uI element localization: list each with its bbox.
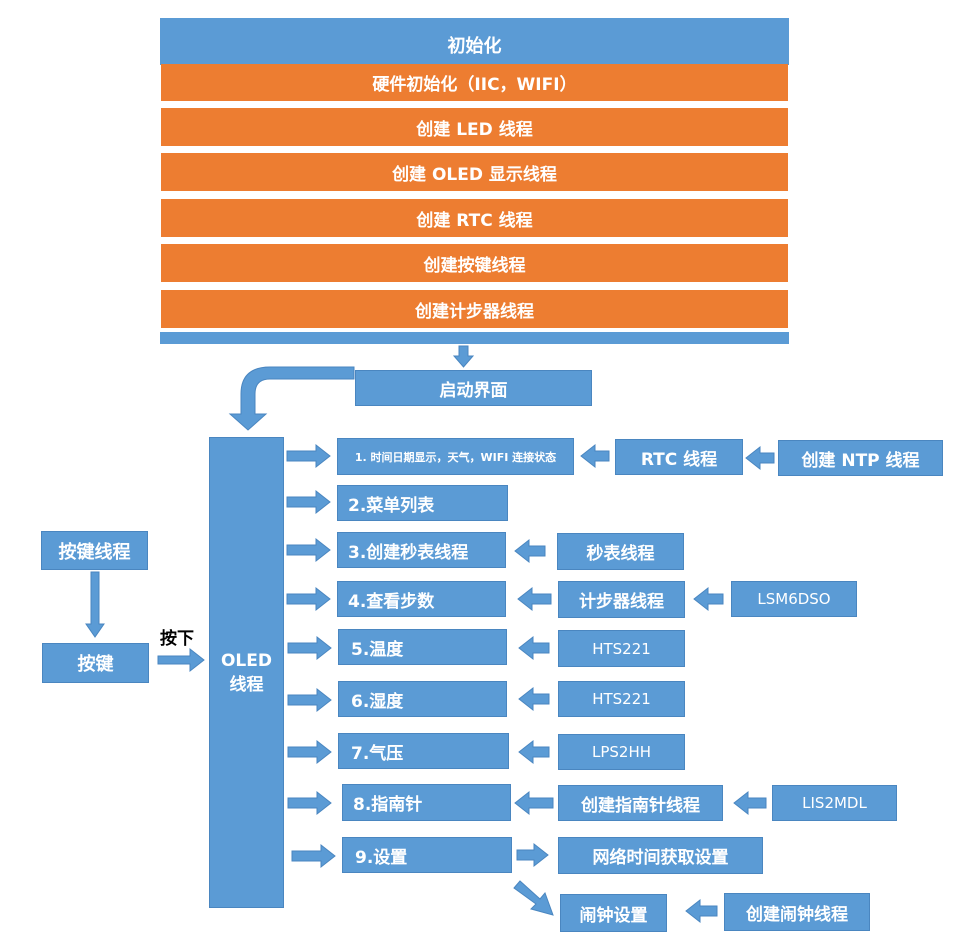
menu-item-label: 4.查看步数	[348, 591, 435, 612]
press-label: 按下	[160, 629, 194, 649]
arrow-hts221-to-menu-6	[518, 686, 550, 712]
init-step-label: 创建计步器线程	[415, 301, 534, 322]
lsm6dso-label: LSM6DSO	[757, 590, 831, 608]
arrow-settings-to-net-time	[516, 842, 549, 868]
menu-item-label: 5.温度	[351, 639, 404, 660]
oled-thread-box: OLED 线程	[209, 437, 284, 908]
init-title: 初始化	[447, 36, 502, 57]
alarm-setting-label: 闹钟设置	[579, 905, 648, 926]
hts221-temperature-label: HTS221	[592, 639, 651, 658]
menu-item-label: 7.气压	[351, 743, 404, 764]
menu-item-8: 8.指南针	[342, 784, 511, 821]
pedometer-thread-label: 计步器线程	[579, 592, 664, 612]
arrow-oled-to-menu-6	[287, 687, 332, 713]
init-step-key: 创建按键线程	[161, 244, 788, 282]
stopwatch-thread-box: 秒表线程	[557, 533, 684, 570]
arrow-oled-to-menu-4	[286, 586, 331, 612]
init-step-pedometer: 创建计步器线程	[161, 290, 788, 328]
ntp-thread-label: 创建 NTP 线程	[801, 450, 920, 471]
oled-label-line1: OLED	[220, 650, 272, 671]
menu-item-4: 4.查看步数	[337, 581, 506, 617]
init-header: 初始化	[160, 18, 789, 60]
arrow-startup-to-oled	[228, 366, 355, 431]
init-step-led: 创建 LED 线程	[161, 108, 788, 146]
net-time-setting-box: 网络时间获取设置	[558, 837, 763, 874]
init-step-label: 硬件初始化（IIC，WIFI）	[372, 75, 577, 95]
arrow-lis2mdl-to-compass	[733, 790, 767, 816]
arrow-alarmthread-to-alarm	[685, 898, 718, 924]
menu-item-3: 3.创建秒表线程	[337, 532, 506, 568]
init-band-bottom	[160, 332, 789, 344]
lis2mdl-label: LIS2MDL	[802, 794, 867, 812]
arrow-lps2hh-to-menu-7	[518, 739, 550, 765]
menu-item-label: 1. 时间日期显示，天气，WIFI 连接状态	[354, 450, 557, 464]
net-time-setting-label: 网络时间获取设置	[592, 848, 729, 868]
init-band-top	[160, 60, 789, 65]
arrow-oled-to-menu-2	[286, 489, 331, 515]
menu-item-label: 9.设置	[355, 847, 408, 868]
key-thread-label: 按键线程	[58, 541, 131, 563]
menu-item-label: 6.湿度	[351, 691, 404, 712]
startup-screen-box: 启动界面	[355, 370, 592, 406]
startup-label: 启动界面	[439, 380, 508, 401]
arrow-rtc-to-menu-1	[580, 443, 610, 469]
oled-label-line2: 线程	[229, 674, 264, 695]
arrow-stopwatch-to-menu-3	[514, 538, 546, 564]
menu-item-label: 3.创建秒表线程	[348, 542, 469, 563]
init-step-label: 创建按键线程	[423, 255, 526, 276]
compass-thread-box: 创建指南针线程	[558, 785, 723, 821]
arrow-lsm6dso-to-pedometer	[693, 586, 724, 612]
lps2hh-sensor-box: LPS2HH	[558, 734, 685, 770]
alarm-thread-box: 创建闹钟线程	[724, 893, 870, 931]
arrow-ntp-to-rtc	[745, 445, 775, 471]
arrow-settings-to-alarm	[513, 880, 554, 916]
init-step-label: 创建 RTC 线程	[416, 210, 533, 231]
arrow-oled-to-menu-8	[287, 790, 332, 816]
init-step-label: 创建 OLED 显示线程	[392, 164, 557, 185]
arrow-init-to-startup	[452, 345, 475, 368]
hts221-temperature-box: HTS221	[558, 630, 685, 667]
arrow-oled-to-menu-7	[287, 739, 332, 765]
arrow-compass-to-menu-8	[514, 790, 554, 816]
init-step-oled: 创建 OLED 显示线程	[161, 153, 788, 191]
menu-item-2: 2.菜单列表	[337, 485, 508, 521]
key-thread-box: 按键线程	[41, 531, 148, 570]
hts221-humidity-box: HTS221	[558, 681, 685, 717]
menu-item-5: 5.温度	[338, 629, 507, 665]
init-step-hardware: 硬件初始化（IIC，WIFI）	[161, 64, 788, 101]
menu-item-6: 6.湿度	[338, 681, 507, 717]
menu-item-1: 1. 时间日期显示，天气，WIFI 连接状态	[337, 438, 574, 475]
arrow-oled-to-menu-3	[286, 537, 331, 563]
arrow-press	[157, 647, 205, 673]
rtc-thread-label: RTC 线程	[640, 449, 718, 470]
compass-thread-label: 创建指南针线程	[581, 795, 700, 816]
pedometer-thread-box: 计步器线程	[558, 581, 685, 618]
arrow-keythread-to-key	[85, 571, 105, 638]
lsm6dso-sensor-box: LSM6DSO	[731, 581, 857, 617]
alarm-setting-box: 闹钟设置	[560, 894, 667, 932]
init-step-label: 创建 LED 线程	[416, 119, 533, 140]
rtc-thread-box: RTC 线程	[615, 439, 743, 475]
key-box: 按键	[42, 643, 149, 683]
menu-item-9: 9.设置	[342, 837, 512, 873]
arrow-oled-to-menu-9	[291, 843, 336, 869]
arrow-oled-to-menu-5	[287, 635, 332, 661]
arrow-pedometer-to-menu-4	[517, 586, 552, 612]
hts221-humidity-label: HTS221	[592, 690, 651, 708]
menu-item-7: 7.气压	[338, 733, 509, 769]
menu-item-label: 8.指南针	[353, 795, 423, 815]
arrow-hts221-to-menu-5	[518, 635, 550, 661]
key-label: 按键	[77, 654, 114, 675]
init-step-rtc: 创建 RTC 线程	[161, 199, 788, 237]
stopwatch-thread-label: 秒表线程	[586, 544, 655, 564]
ntp-thread-box: 创建 NTP 线程	[778, 440, 943, 476]
lis2mdl-sensor-box: LIS2MDL	[772, 785, 897, 821]
lps2hh-label: LPS2HH	[591, 743, 652, 761]
arrow-oled-to-menu-1	[286, 443, 331, 469]
alarm-thread-label: 创建闹钟线程	[746, 904, 848, 925]
menu-item-label: 2.菜单列表	[348, 495, 435, 516]
